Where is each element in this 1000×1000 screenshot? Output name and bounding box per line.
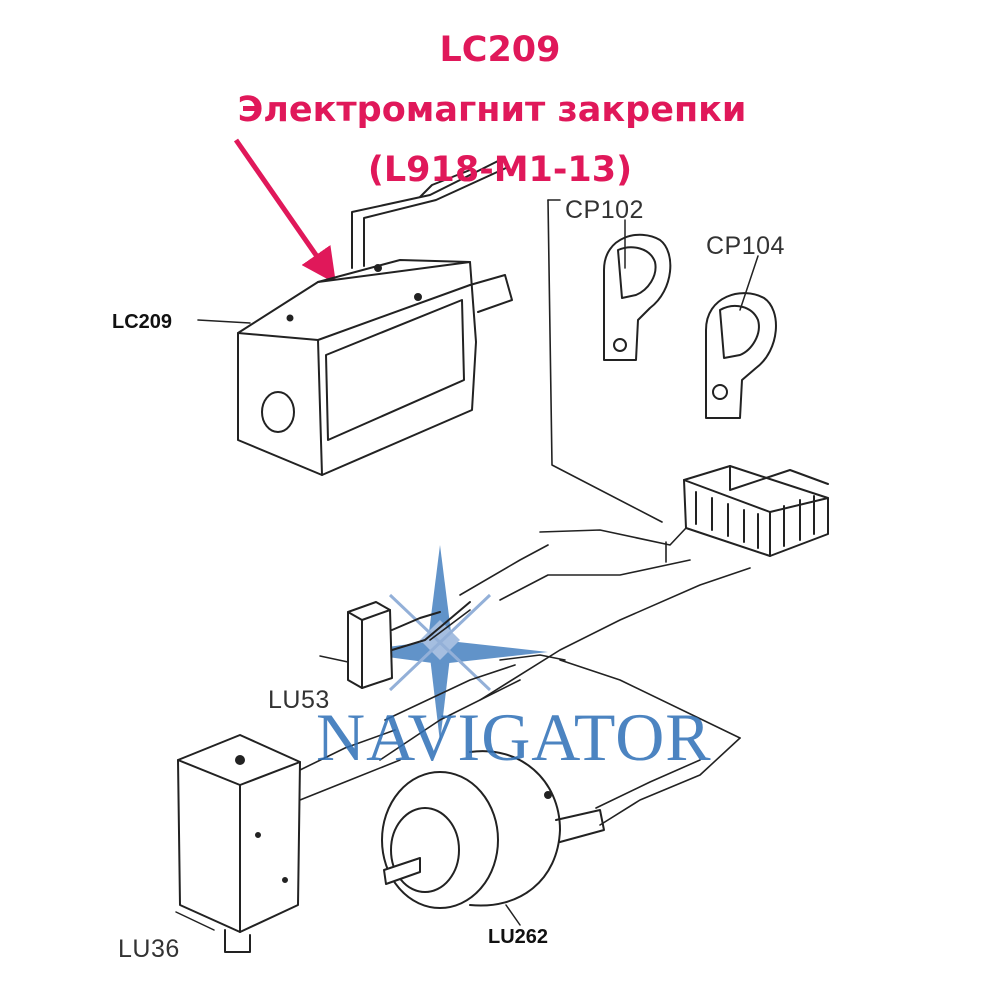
label-lu36: LU36 — [118, 935, 180, 963]
sensor-lu36 — [177, 734, 301, 953]
heading-code: LC209 — [439, 30, 561, 70]
connector-block — [683, 465, 829, 557]
clamp-cp102 — [603, 233, 672, 361]
label-lc209: LC209 — [112, 311, 173, 333]
label-cp104: CP104 — [706, 232, 785, 260]
motor-lu262 — [381, 750, 605, 909]
compass-star-watermark — [350, 545, 548, 742]
label-lu53: LU53 — [268, 686, 330, 714]
navigator-watermark: NAVIGATOR — [316, 699, 712, 775]
heading-description: Электромагнит закрепки — [237, 90, 747, 130]
wiring — [299, 199, 751, 826]
label-lu262: LU262 — [488, 926, 549, 948]
pointer-arrow — [233, 138, 336, 284]
solenoid-lc209 — [237, 159, 513, 476]
heading-part-number: (L918-M1-13) — [367, 150, 633, 190]
switch-lu53 — [347, 601, 471, 689]
clamp-cp104 — [705, 292, 777, 419]
label-cp102: CP102 — [565, 196, 644, 224]
leader-lines — [175, 219, 759, 931]
